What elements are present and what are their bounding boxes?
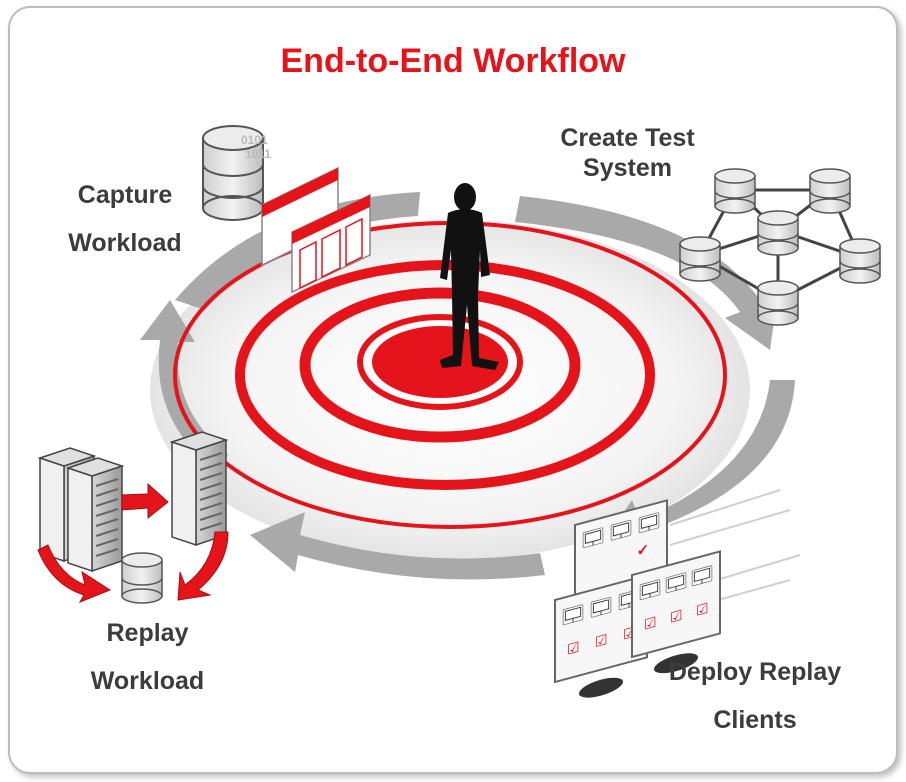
deploy-line1: Deploy Replay — [668, 658, 842, 686]
create-line2: System — [583, 154, 672, 182]
diagram-title: End-to-End Workflow — [280, 42, 626, 80]
svg-text:☑: ☑ — [670, 608, 683, 627]
database-icon — [121, 552, 163, 604]
deploy-line2: Clients — [713, 706, 797, 734]
person-icon — [440, 183, 499, 370]
create-test-system-label: Create Test System — [535, 123, 720, 183]
create-line1: Create Test — [560, 124, 695, 152]
svg-text:1011: 1011 — [245, 147, 271, 161]
replay-line2: Workload — [90, 667, 205, 695]
svg-text:0101: 0101 — [241, 133, 268, 147]
svg-text:☑: ☑ — [567, 640, 580, 659]
capture-line1: Capture — [77, 181, 173, 209]
capture-workload-label: Capture Workload — [40, 180, 210, 258]
svg-text:☑: ☑ — [644, 615, 657, 634]
monitor-icon: ✔ ☑ ☑ ☑ ☑ ☑ ☑ — [554, 489, 801, 698]
replay-line1: Replay — [106, 619, 189, 647]
curved-arrow-icon — [37, 482, 229, 603]
svg-text:☑: ☑ — [595, 632, 608, 651]
database-icon: 0101 1011 — [202, 125, 271, 221]
deploy-replay-clients-label: Deploy Replay Clients — [640, 657, 870, 735]
replay-workload-label: Replay Workload — [55, 618, 240, 696]
network-icon — [679, 168, 881, 326]
svg-text:☑: ☑ — [696, 601, 709, 620]
report-icon — [261, 166, 371, 294]
svg-text:✔: ✔ — [637, 541, 649, 560]
capture-line2: Workload — [68, 229, 182, 257]
